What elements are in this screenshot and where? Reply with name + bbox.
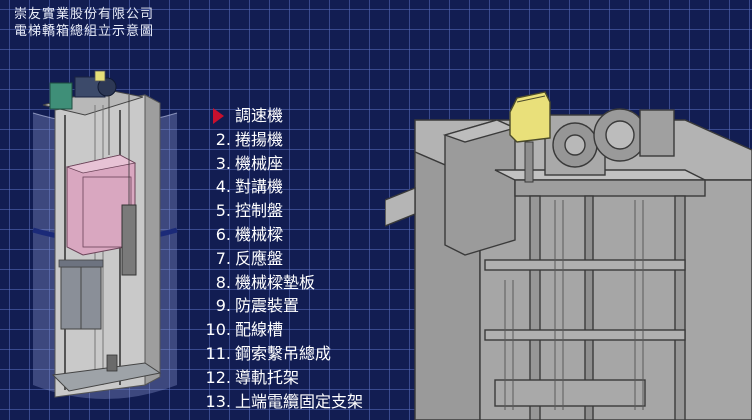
part-item[interactable]: 3.機械座 bbox=[200, 152, 363, 176]
part-number: 3. bbox=[215, 153, 231, 173]
base-plate bbox=[385, 186, 416, 227]
diagram-subtitle: 電梯轎箱總組立示意圖 bbox=[14, 24, 155, 39]
part-label: 導軌托架 bbox=[235, 367, 300, 387]
shaft-side-wall bbox=[144, 94, 161, 386]
part-item[interactable]: 10.配線槽 bbox=[200, 318, 363, 342]
part-number: 8. bbox=[215, 272, 231, 292]
governor-highlight bbox=[509, 91, 551, 183]
buffer bbox=[106, 354, 118, 372]
part-number: 10. bbox=[205, 320, 231, 340]
active-marker-icon bbox=[213, 108, 224, 124]
part-item[interactable]: 6.機械樑 bbox=[200, 223, 363, 247]
part-item[interactable]: 4.對講機 bbox=[200, 175, 363, 199]
elevator-shaft-illustration bbox=[32, 70, 178, 399]
part-label: 機械座 bbox=[235, 153, 284, 173]
part-label: 機械樑 bbox=[235, 224, 284, 244]
part-number: 6. bbox=[215, 224, 231, 244]
guide-post-left bbox=[529, 195, 541, 420]
part-number: 13. bbox=[205, 391, 231, 411]
part-number: 7. bbox=[215, 248, 231, 268]
part-item[interactable]: 12.導軌托架 bbox=[200, 366, 363, 390]
part-label: 上端電纜固定支架 bbox=[235, 391, 364, 411]
part-number: 11. bbox=[205, 343, 231, 363]
brake-unit bbox=[639, 109, 675, 157]
sheave bbox=[97, 77, 117, 97]
part-label: 反應盤 bbox=[235, 248, 284, 268]
part-number: 12. bbox=[205, 367, 231, 387]
part-item[interactable]: 7.反應盤 bbox=[200, 247, 363, 271]
part-item[interactable]: 9.防震裝置 bbox=[200, 294, 363, 318]
part-item[interactable]: 8.機械樑墊板 bbox=[200, 271, 363, 295]
machine-room-detail bbox=[385, 91, 752, 420]
part-label: 捲揚機 bbox=[235, 129, 284, 149]
counterweight bbox=[121, 204, 137, 276]
part-item[interactable]: 13.上端電纜固定支架 bbox=[200, 390, 363, 414]
part-number: 9. bbox=[215, 296, 231, 316]
part-number: 2. bbox=[215, 129, 231, 149]
part-label: 鋼索繫吊總成 bbox=[235, 343, 332, 363]
control-panel bbox=[444, 119, 516, 256]
rail-bracket bbox=[484, 259, 686, 271]
cable-bracket bbox=[494, 379, 646, 407]
part-label: 防震裝置 bbox=[235, 296, 300, 316]
diagram-title: 崇友實業股份有限公司 電梯轎箱總組立示意圖 bbox=[14, 6, 154, 40]
part-item[interactable]: 調速機 bbox=[200, 104, 363, 128]
guide-post-right bbox=[674, 195, 686, 420]
part-label: 控制盤 bbox=[235, 201, 284, 221]
control-cabinet bbox=[49, 82, 73, 110]
part-item[interactable]: 2.捲揚機 bbox=[200, 128, 363, 152]
part-number: 4. bbox=[215, 177, 231, 197]
part-label: 調速機 bbox=[235, 106, 284, 125]
part-label: 機械樑墊板 bbox=[235, 272, 316, 292]
governor-mini bbox=[94, 70, 106, 82]
company-name: 崇友實業股份有限公司 bbox=[14, 7, 155, 22]
part-item[interactable]: 11.鋼索繫吊總成 bbox=[200, 342, 363, 366]
part-label: 對講機 bbox=[235, 177, 284, 197]
part-label: 配線槽 bbox=[235, 320, 284, 340]
part-item[interactable]: 5.控制盤 bbox=[200, 199, 363, 223]
part-number: 5. bbox=[215, 201, 231, 221]
